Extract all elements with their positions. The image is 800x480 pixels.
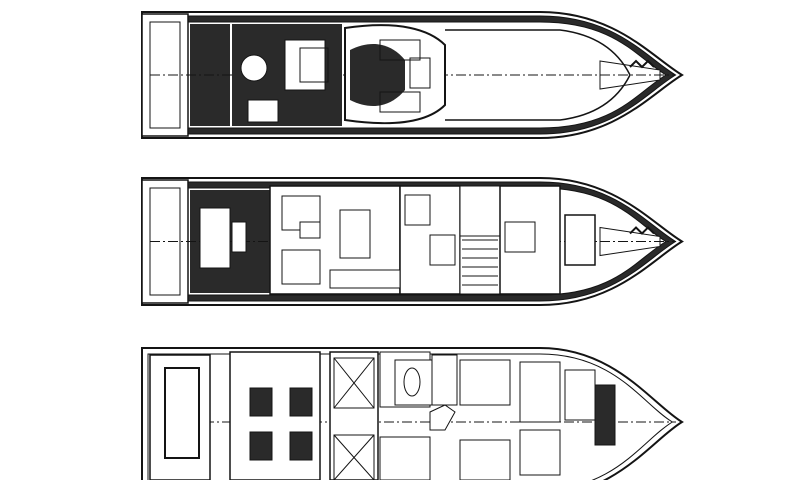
spiral-stair — [247, 99, 279, 123]
engine — [289, 431, 313, 461]
engine — [249, 431, 273, 461]
bow-locker — [594, 384, 616, 446]
aft-sofa — [199, 207, 231, 269]
hatch-box — [333, 357, 375, 409]
room-outline — [409, 57, 431, 89]
master-cabin — [519, 429, 561, 476]
flybridge-deck-plan — [141, 11, 684, 139]
hatch-box — [333, 434, 375, 480]
anchor-gear — [629, 226, 655, 235]
hardtop-outline — [445, 29, 631, 121]
helm-station — [504, 221, 536, 253]
coffee-table — [299, 221, 321, 239]
master-cabin — [519, 361, 561, 423]
bathroom — [431, 354, 458, 406]
foredeck — [599, 226, 661, 257]
engine — [289, 387, 313, 417]
tender — [164, 367, 200, 459]
room-outline — [429, 234, 456, 266]
hatch-cross — [333, 434, 375, 480]
lower-deck-plan — [141, 347, 684, 480]
day-head — [459, 185, 501, 237]
stair-well — [459, 235, 501, 295]
sunpad — [284, 39, 326, 91]
bathtub — [403, 367, 421, 397]
room-outline — [379, 39, 421, 61]
main-deck-plan — [141, 177, 684, 306]
vip-cabin — [459, 439, 511, 480]
room-outline — [404, 194, 431, 226]
seating — [299, 47, 329, 83]
helm-console — [350, 44, 405, 106]
anchor-gear — [629, 59, 655, 69]
dining-table — [339, 209, 371, 259]
lobby — [429, 404, 456, 431]
tender-on-foredeck — [564, 214, 596, 266]
guest-cabin — [379, 436, 431, 480]
hatch-cross — [333, 357, 375, 409]
vip-cabin — [459, 359, 511, 406]
tank-room — [329, 351, 379, 480]
room-outline — [379, 91, 421, 113]
aft-table — [231, 221, 247, 253]
room-outline — [281, 249, 321, 285]
crew-cabin — [564, 369, 596, 421]
jacuzzi — [240, 54, 268, 82]
engine — [249, 387, 273, 417]
sideboard — [329, 269, 401, 289]
